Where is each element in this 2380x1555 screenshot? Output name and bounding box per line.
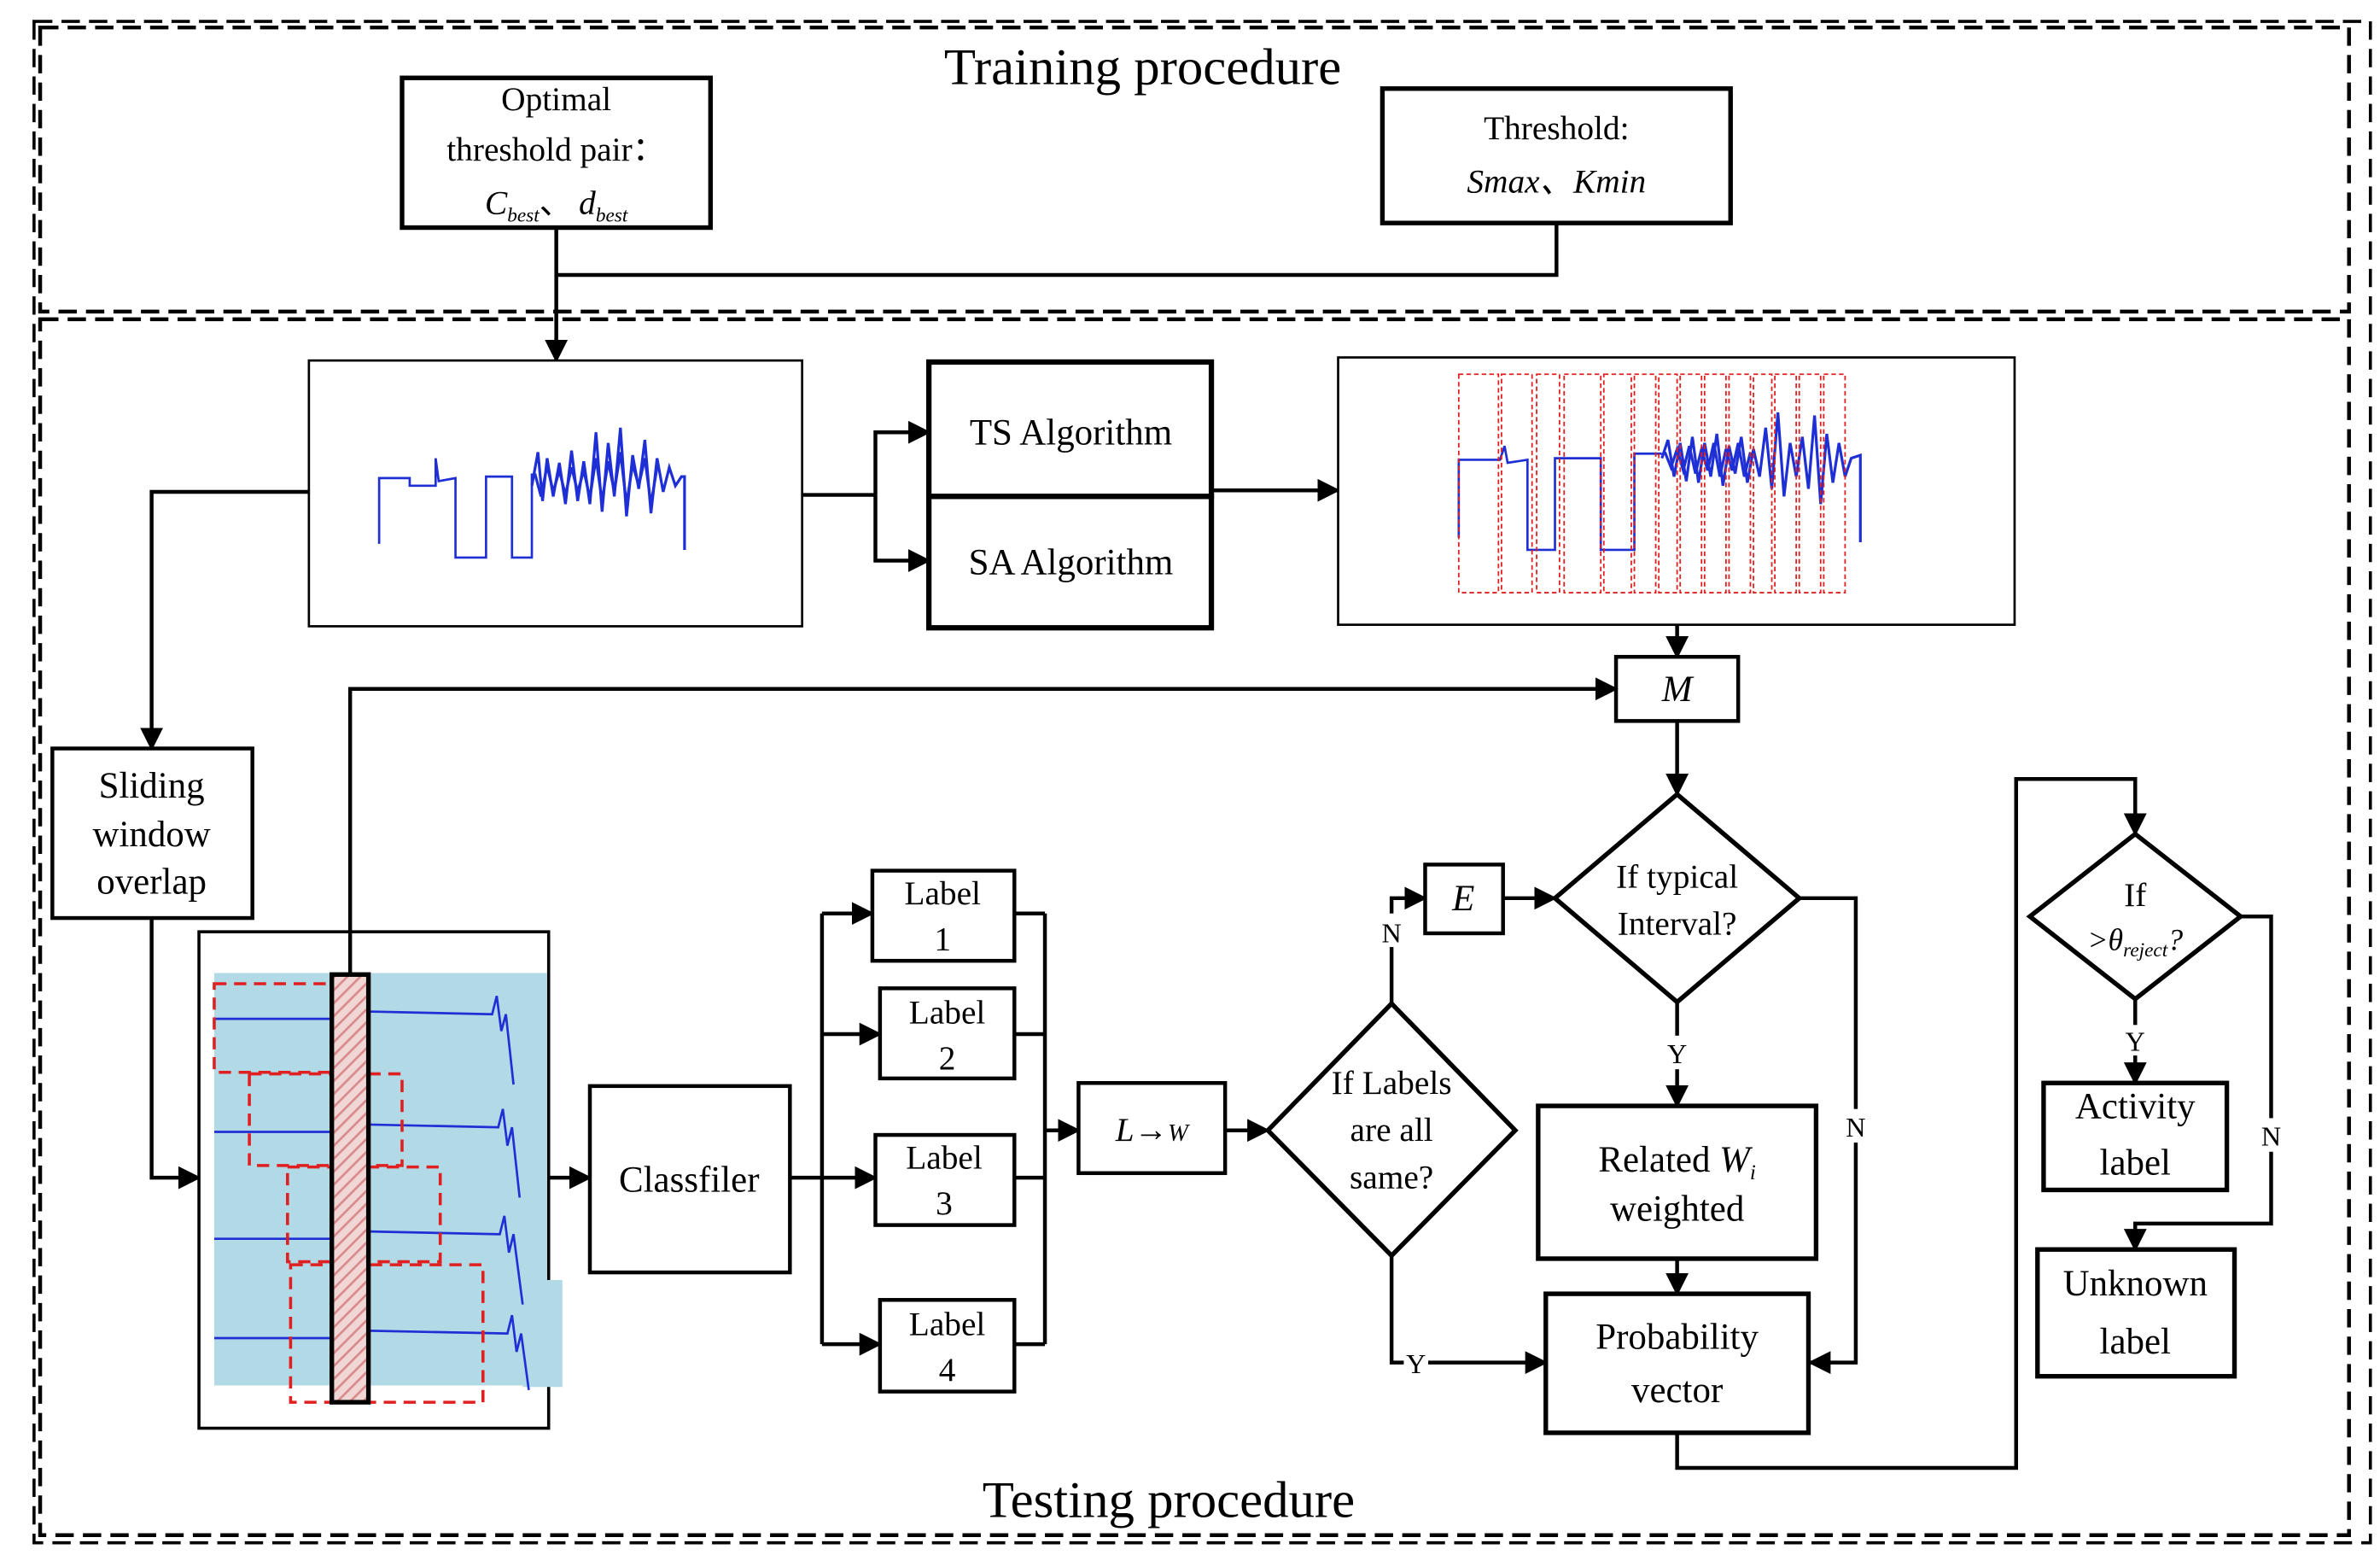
- typical-interval-decision: [1551, 791, 1803, 1005]
- reject-yes-label: Y: [2126, 1026, 2145, 1057]
- labels-yes-label: Y: [1406, 1348, 1426, 1379]
- label-1-word: Label: [904, 874, 981, 912]
- reject-line1: If: [2124, 876, 2147, 914]
- sliding-line3: overlap: [96, 862, 207, 902]
- training-section-frame: [38, 25, 2351, 314]
- edge-window-to-m: [347, 677, 1619, 975]
- label-3-word: Label: [906, 1138, 983, 1176]
- windowed-signal-panel: [213, 972, 563, 1405]
- unknown-line2: label: [2100, 1322, 2171, 1362]
- label-3-num: 3: [936, 1184, 953, 1222]
- unknown-line1: Unknown: [2063, 1264, 2208, 1304]
- raw-signal-box: [307, 359, 803, 628]
- classfiler-box: [587, 1084, 792, 1275]
- edge-sliding-to-windows: [149, 918, 201, 1190]
- typical-line1: If typical: [1616, 857, 1738, 895]
- label-box-1: [870, 868, 1017, 963]
- related-weighted-box: [1536, 1103, 1819, 1261]
- l-to-w-box: [1076, 1081, 1228, 1176]
- threshold-line2: Smax、Kmin: [1467, 162, 1646, 200]
- testing-section-frame: [38, 317, 2351, 1537]
- related-line1: Related Wi: [1598, 1140, 1756, 1184]
- activity-line2: label: [2100, 1143, 2171, 1184]
- segment-windows: [1457, 373, 1846, 593]
- label-box-3: [873, 1132, 1017, 1227]
- labels-no-label: N: [1381, 918, 1401, 949]
- activity-line1: Activity: [2075, 1086, 2196, 1126]
- probability-vector-box: [1543, 1291, 1811, 1435]
- sliding-line2: window: [92, 815, 210, 855]
- training-title: Training procedure: [944, 38, 1341, 96]
- threshold-box: [1380, 86, 1733, 225]
- ts-algorithm-label: TS Algorithm: [970, 413, 1172, 453]
- prob-line1: Probability: [1595, 1318, 1759, 1358]
- sa-algorithm-label: SA Algorithm: [969, 543, 1174, 583]
- edge-prob-to-reject: [1675, 777, 2147, 1470]
- ts-algorithm-box: [925, 359, 1215, 500]
- edge-to-ts: [873, 420, 931, 495]
- sa-algorithm-box: [925, 494, 1215, 631]
- optimal-line2: threshold pair：: [446, 131, 666, 168]
- label-4-word: Label: [909, 1305, 986, 1342]
- edge-reject-no: [2123, 915, 2273, 1252]
- edge-threshold-to-signal: [556, 223, 1559, 278]
- edge-signal-to-sliding: [140, 489, 309, 751]
- edge-to-sa: [873, 494, 931, 572]
- testing-title: Testing procedure: [983, 1471, 1355, 1529]
- prob-line2: vector: [1631, 1371, 1723, 1411]
- edge-labels-yes-to-prob: [1389, 1255, 1549, 1375]
- label-4-num: 4: [939, 1351, 956, 1388]
- related-line2: weighted: [1610, 1189, 1744, 1229]
- e-label: E: [1451, 879, 1474, 919]
- optimal-line1: Optimal: [501, 80, 611, 118]
- label-2-num: 2: [939, 1039, 956, 1077]
- typical-no-label: N: [1846, 1112, 1865, 1143]
- m-label: M: [1661, 669, 1695, 710]
- labels-same-line2: are all: [1350, 1111, 1433, 1149]
- outer-frame: [32, 20, 2372, 1545]
- label-2-word: Label: [909, 993, 986, 1031]
- label-box-2: [878, 986, 1017, 1081]
- reject-no-label: N: [2261, 1121, 2281, 1152]
- unknown-label-box: [2035, 1247, 2237, 1379]
- optimal-line3: Cbest、dbest: [485, 184, 628, 226]
- reject-threshold-decision: [2026, 831, 2245, 1003]
- label-1-num: 1: [934, 921, 951, 958]
- l-to-w-label: L→W: [1115, 1111, 1190, 1149]
- typical-line2: Interval?: [1618, 905, 1737, 943]
- typical-yes-label: Y: [1667, 1038, 1687, 1069]
- raw-signal-plot: [377, 427, 686, 559]
- edge-labels-no-to-e: [1389, 886, 1428, 1004]
- sliding-line1: Sliding: [99, 766, 205, 806]
- threshold-line1: Threshold:: [1484, 109, 1629, 147]
- labels-same-line1: If Labels: [1332, 1064, 1452, 1102]
- sliding-window-box: [50, 746, 254, 921]
- labels-same-line3: same?: [1350, 1159, 1433, 1196]
- classfiler-label: Classfiler: [619, 1160, 760, 1200]
- activity-label-box: [2041, 1080, 2230, 1193]
- reject-line2: >θreject?: [2087, 923, 2183, 962]
- optimal-threshold-box: [400, 75, 713, 231]
